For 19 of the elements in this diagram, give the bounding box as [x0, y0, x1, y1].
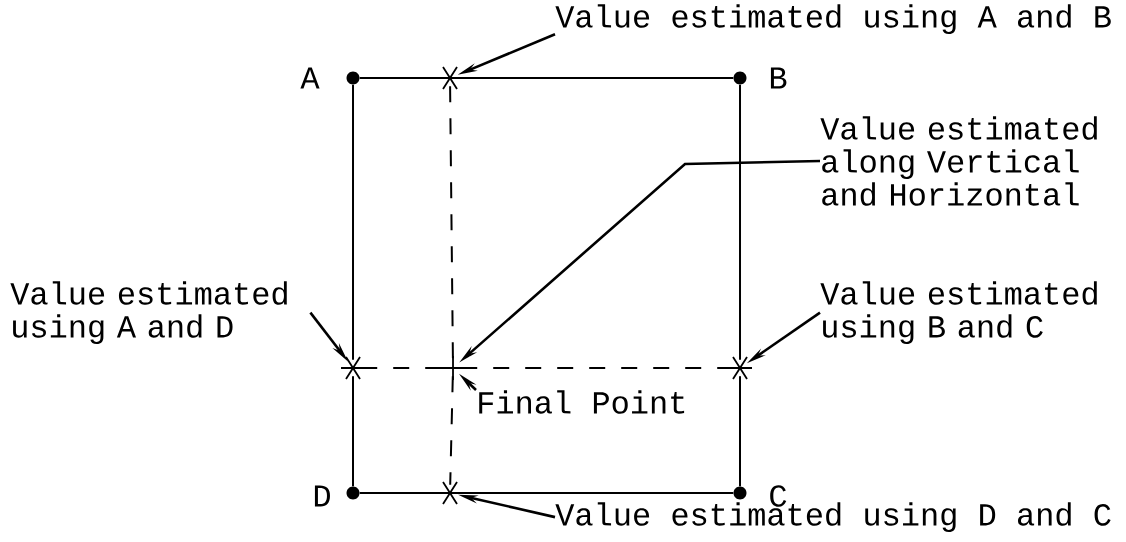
callout-text: Value estimated using A and B — [555, 4, 1111, 34]
dashed-line — [449, 375, 454, 486]
dashed-line — [460, 367, 733, 369]
box-side — [352, 83, 354, 361]
corner-letter: D — [314, 485, 330, 507]
box-side — [358, 492, 443, 494]
box-side — [739, 375, 741, 488]
callout-text: Value estimated using B and C — [820, 281, 1097, 344]
callout-text: Final Point — [479, 390, 685, 414]
callout-text: Value estimated along Vertical and Horizontal — [820, 116, 1097, 206]
box-side — [457, 77, 735, 79]
callout-text: Value estimated using A and D — [10, 281, 287, 344]
corner-letter: A — [300, 67, 320, 89]
corner-letter: B — [770, 67, 787, 89]
box-side — [457, 492, 735, 494]
box-side — [358, 77, 443, 79]
box-side — [352, 375, 354, 488]
dashed-line — [449, 85, 454, 361]
box-side — [739, 83, 741, 361]
